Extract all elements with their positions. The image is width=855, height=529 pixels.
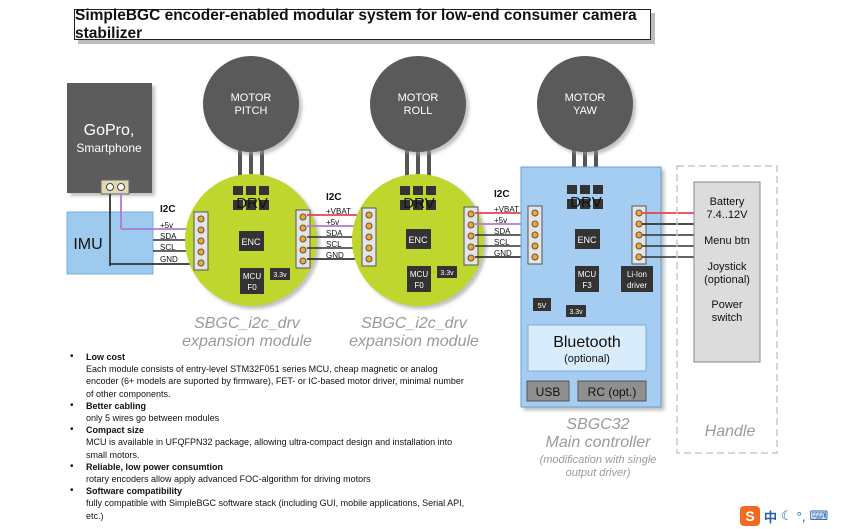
- liion-label-2: driver: [627, 281, 647, 290]
- feature-item: Reliable, low power consumtion rotary en…: [70, 461, 470, 485]
- feature-title: Reliable, low power consumtion: [86, 461, 224, 472]
- drv-chip-label: DRV: [236, 195, 267, 212]
- bus2-wire-5v: +5v: [494, 216, 507, 225]
- moon-icon[interactable]: ☾: [781, 508, 793, 523]
- motor-yaw-label-1: MOTOR: [565, 92, 606, 104]
- i2c-label-2: I2C: [326, 192, 342, 203]
- controller-caption-1: SBGC32: [566, 416, 629, 433]
- feature-text: fully compatible with SimpleBGC software…: [86, 498, 465, 521]
- imu-wire-sda: SDA: [160, 232, 177, 241]
- module-1-caption-1: SBGC_i2c_drv: [194, 315, 301, 332]
- enc-chip-label: ENC: [408, 235, 428, 245]
- diagram-title: SimpleBGC encoder-enabled modular system…: [74, 7, 651, 42]
- handle-caption: Handle: [705, 423, 756, 440]
- bus1-wire-scl: SCL: [326, 240, 342, 249]
- motor-pitch-label-1: MOTOR: [231, 92, 272, 104]
- module-2-caption-2: expansion module: [349, 333, 479, 350]
- feature-text: only 5 wires go between modules: [86, 413, 220, 424]
- mcu-f3-label-2: F3: [582, 281, 592, 290]
- reg5v-label: 5V: [538, 303, 547, 310]
- bus1-wire-sda: SDA: [326, 229, 343, 238]
- keyboard-icon[interactable]: ⌨: [809, 508, 829, 523]
- i2c-label-3: I2C: [494, 189, 510, 200]
- mcu-chip-label-2: F0: [414, 281, 424, 290]
- handle-power-label-2: switch: [712, 312, 743, 324]
- main-controller: DRV ENC MCU F3 Li-Ion driver 5V 3.3v Blu…: [520, 166, 662, 479]
- bluetooth-sub-label: (optional): [564, 353, 610, 365]
- handle-power-label-1: Power: [711, 299, 743, 311]
- feature-title: Compact size: [86, 425, 145, 436]
- expansion-module-2: DRV ENC MCU F0 3.3v SBGC_i2c_drv expansi…: [349, 174, 484, 350]
- enc-chip-label: ENC: [241, 237, 261, 247]
- i2c-label-1: I2C: [160, 204, 176, 215]
- bus2-wire-scl: SCL: [494, 238, 510, 247]
- motor-yaw: MOTOR YAW: [537, 56, 633, 168]
- ime-logo-icon[interactable]: S: [740, 506, 760, 526]
- feature-title: Better cabling: [86, 400, 147, 411]
- motor-yaw-label-2: YAW: [573, 105, 597, 117]
- motor-pitch-label-2: PITCH: [235, 105, 268, 117]
- mcu-chip-label-2: F0: [247, 283, 257, 292]
- feature-item: Compact size MCU is available in UFQFPN3…: [70, 424, 470, 461]
- bus2-wire-vbat: +VBAT: [494, 205, 519, 214]
- motor-roll: MOTOR ROLL: [370, 56, 466, 178]
- gopro-label-2: Smartphone: [76, 141, 142, 155]
- feature-item: Software compatibility fully compatible …: [70, 485, 470, 522]
- mcu-chip-label-1: MCU: [410, 270, 428, 279]
- expansion-module-1: DRV ENC MCU F0 3.3v SBGC_i2c_drv expansi…: [182, 174, 317, 350]
- feature-title: Low cost: [86, 352, 126, 362]
- feature-list: Low cost Each module consists of entry-l…: [70, 351, 470, 522]
- handle-battery-label-1: Battery: [710, 196, 745, 208]
- enc-chip-label: ENC: [577, 235, 597, 245]
- controller-caption-2: Main controller: [546, 434, 652, 451]
- mcu-f3-label-1: MCU: [578, 270, 596, 279]
- bus1-wire-gnd: GND: [326, 251, 344, 260]
- module-1-caption-2: expansion module: [182, 333, 312, 350]
- handle-wires: [642, 212, 698, 258]
- bus1-wire-vbat: +VBAT: [326, 207, 351, 216]
- ime-tray[interactable]: S 中 ☾ °, ⌨: [740, 505, 828, 527]
- feature-text: MCU is available in UFQFPN32 package, al…: [86, 437, 453, 460]
- controller-caption-4: output driver): [566, 467, 631, 479]
- drv-chip-label: DRV: [403, 195, 434, 212]
- handle-block: Battery 7.4..12V Menu btn Joystick (opti…: [676, 165, 778, 454]
- bus1-wire-5v: +5v: [326, 218, 339, 227]
- controller-caption-3: (modification with single: [540, 454, 657, 466]
- imu-label: IMU: [73, 236, 102, 253]
- feature-text: rotary encoders allow apply advanced FOC…: [86, 474, 371, 485]
- handle-menu-label: Menu btn: [704, 235, 750, 247]
- imu-wire-scl: SCL: [160, 243, 176, 252]
- usb-port-label: USB: [536, 385, 561, 399]
- gopro-block: GoPro, Smartphone: [67, 83, 152, 195]
- reg-chip-label: 3.3v: [273, 272, 287, 279]
- imu-wire-gnd: GND: [160, 255, 178, 264]
- mcu-chip-label-1: MCU: [243, 272, 261, 281]
- motor-roll-label-1: MOTOR: [398, 92, 439, 104]
- liion-label-1: Li-Ion: [627, 270, 647, 279]
- handle-battery-label-2: 7.4..12V: [707, 209, 749, 221]
- rc-port-label: RC (opt.): [588, 385, 637, 399]
- bus2-wire-gnd: GND: [494, 249, 512, 258]
- reg-chip-label: 3.3v: [440, 270, 454, 277]
- feature-title: Software compatibility: [86, 486, 183, 497]
- imu-wires: I2C +5v SDA SCL GND: [109, 194, 200, 266]
- handle-joystick-label-2: (optional): [704, 274, 750, 286]
- feature-item: Better cabling only 5 wires go between m…: [70, 400, 470, 424]
- imu-wire-5v: +5v: [160, 221, 173, 230]
- module-2-caption-1: SBGC_i2c_drv: [361, 315, 468, 332]
- bluetooth-label: Bluetooth: [553, 334, 621, 351]
- bus2-wire-sda: SDA: [494, 227, 511, 236]
- motor-pitch: MOTOR PITCH: [203, 56, 299, 178]
- motor-roll-label-2: ROLL: [404, 105, 433, 117]
- gopro-label-1: GoPro,: [84, 122, 135, 139]
- ime-language[interactable]: 中: [764, 509, 778, 525]
- drv-chip-label: DRV: [570, 194, 601, 211]
- feature-item: Low cost Each module consists of entry-l…: [70, 351, 470, 400]
- reg33-label: 3.3v: [569, 309, 583, 316]
- punctuation-icon[interactable]: °,: [796, 508, 806, 524]
- handle-joystick-label-1: Joystick: [707, 261, 747, 273]
- feature-text: Each module consists of entry-level STM3…: [86, 364, 464, 399]
